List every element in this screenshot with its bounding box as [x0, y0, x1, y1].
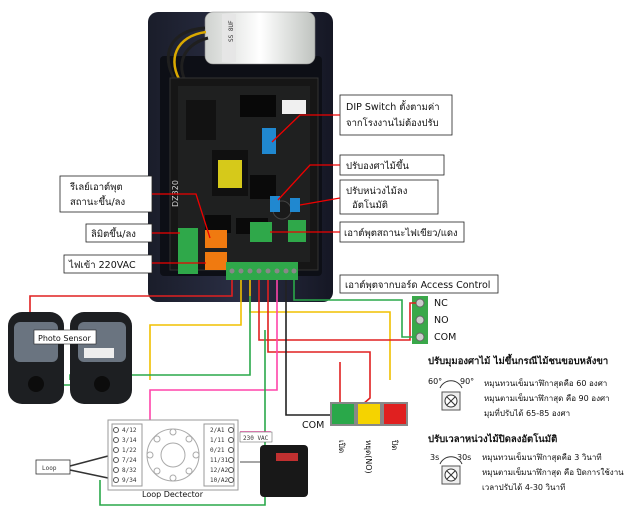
adjust-angle-line-1: หมุนทวนเข็มนาฬิกาสุดคือ 60 องศา: [484, 378, 607, 388]
light-label-close: ปิด: [390, 439, 399, 450]
loop-pin-label-left: 8/32: [122, 467, 137, 474]
callout-auto-close: ปรับหน่วงไม้ลง อัตโนมัติ: [339, 179, 439, 215]
loop-pin-screw-left: [113, 437, 119, 443]
callout-limit: ลิมิตขึ้น/ลง: [85, 223, 153, 243]
adjust-angle-min: 60°: [428, 377, 442, 386]
capacitor: SS 8UF: [204, 11, 316, 65]
callout-text: สถานะขึ้น/ลง: [70, 195, 125, 208]
callout-text: เอาต์พุตสถานะไฟเขียว/แดง: [344, 227, 458, 239]
adjust-angle-title: ปรับมุมองศาไม้ ไม่ขึ้นกรณีไม้ชนขอบหลังขา: [428, 353, 608, 367]
callout-text: ลิมิตขึ้น/ลง: [91, 227, 136, 240]
loop-pin-label-left: 1/22: [122, 447, 137, 454]
callout-text: ไฟเข้า 220VAC: [68, 259, 136, 271]
loop-pin-screw-right: [228, 427, 234, 433]
adjust-delay-line-3: เวลาปรับได้ 4-30 วินาที: [482, 483, 565, 492]
callout-dip-switch: DIP Switch ตั้งตามค่า จากโรงงานไม่ต้องปร…: [339, 94, 453, 136]
loop-pin-label-left: 7/24: [122, 457, 137, 464]
loop-pin-label-right: 0/21: [210, 447, 225, 454]
svg-text:SS 8UF: SS 8UF: [228, 20, 235, 42]
lights-com: COM: [302, 420, 324, 431]
light-green: [332, 404, 354, 424]
loop-pin-screw-left: [113, 457, 119, 463]
loop-title: Loop Dectector: [142, 490, 204, 499]
photo-sensor-label: Photo Sensor: [38, 334, 91, 343]
photo-sensor-right: [70, 312, 132, 404]
light-yellow: [358, 404, 380, 424]
loop-box-label: Loop: [42, 465, 57, 472]
adjust-delay-line-2: หมุนตามเข็มนาฬิกาสุด คือ ปิดการใช้งาน: [482, 467, 624, 477]
vehicle-sensor-device: [260, 445, 308, 497]
loop-pin-screw-left: [113, 447, 119, 453]
adjust-delay-min: 3s: [430, 453, 439, 462]
light-red: [384, 404, 406, 424]
loop-pin-label-left: 3/14: [122, 437, 137, 444]
loop-pin-label-right: 1/11: [210, 437, 225, 444]
loop-pin-screw-right: [228, 477, 234, 483]
adjust-delay-section: ปรับเวลาหน่วงไม้ปิดลงอัตโนมัติ 3s 30s หม…: [428, 433, 624, 492]
light-label-open: เปิด: [337, 440, 346, 453]
callout-text: รีเลย์เอาต์พุต: [69, 181, 123, 193]
callout-text: ปรับหน่วงไม้ลง: [346, 185, 407, 197]
loop-pin-label-right: 11/31: [210, 457, 228, 464]
traffic-light-panel: [330, 402, 408, 426]
terminal-com: COM: [434, 332, 456, 343]
callout-access-control: เอาต์พุตจากบอร์ด Access Control: [339, 274, 499, 294]
loop-pin-label-left: 9/34: [122, 477, 137, 484]
loop-pin-screw-right: [228, 437, 234, 443]
callout-traffic-output: เอาต์พุตสถานะไฟเขียว/แดง: [339, 221, 465, 243]
terminal-no: NO: [434, 315, 449, 326]
adjust-angle-section: ปรับมุมองศาไม้ ไม่ขึ้นกรณีไม้ชนขอบหลังขา…: [428, 353, 610, 418]
light-label-stop: หยุด(NO): [364, 440, 373, 474]
loop-pin-screw-left: [113, 467, 119, 473]
callout-text: ปรับองศาไม้ขึ้น: [346, 159, 409, 172]
loop-pin-label-right: 10/A2: [210, 477, 228, 484]
adjust-angle-line-3: มุมที่ปรับได้ 65-85 องศา: [484, 407, 570, 418]
loop-pin-screw-left: [113, 427, 119, 433]
callout-power: ไฟเข้า 220VAC: [63, 254, 153, 274]
adjust-angle-line-2: หมุนตามเข็มนาฬิกาสุด คือ 90 องศา: [484, 393, 610, 403]
loop-pin-label-left: 4/12: [122, 427, 137, 434]
loop-pin-screw-right: [228, 457, 234, 463]
loop-pin-screw-right: [228, 447, 234, 453]
terminal-nc: NC: [434, 298, 448, 309]
adjust-delay-max: 30s: [457, 453, 471, 462]
loop-pin-screw-right: [228, 467, 234, 473]
loop-voltage: 230 VAC: [243, 435, 269, 442]
callout-text: จากโรงงานไม่ต้องปรับ: [346, 117, 439, 129]
callout-relay: รีเลย์เอาต์พุต สถานะขึ้น/ลง: [59, 175, 153, 213]
callout-arm-angle: ปรับองศาไม้ขึ้น: [339, 154, 445, 176]
pcb-board: [169, 77, 319, 280]
loop-pin-label-right: 2/A1: [210, 427, 225, 434]
photo-sensor-left: [8, 312, 64, 404]
callout-text: อัตโนมัติ: [352, 199, 388, 211]
adjust-delay-line-1: หมุนทวนเข็มนาฬิกาสุดคือ 3 วินาที: [482, 452, 602, 462]
loop-detector: [107, 419, 239, 491]
loop-pin-label-right: 12/A2: [210, 467, 228, 474]
callout-text: DIP Switch ตั้งตามค่า: [346, 100, 440, 113]
callout-text: เอาต์พุตจากบอร์ด Access Control: [345, 279, 490, 291]
adjust-delay-title: ปรับเวลาหน่วงไม้ปิดลงอัตโนมัติ: [428, 433, 557, 445]
adjust-angle-max: 90°: [460, 377, 474, 386]
loop-pin-screw-left: [113, 477, 119, 483]
